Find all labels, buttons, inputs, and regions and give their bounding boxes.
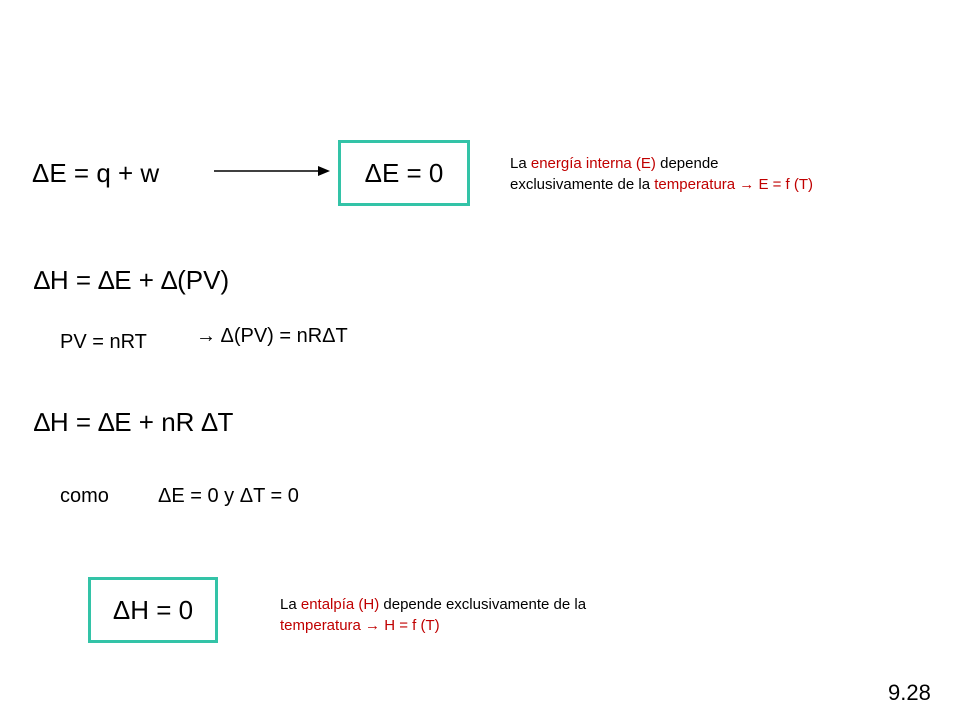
result-box-delta-e: ΔE = 0 xyxy=(338,140,470,206)
delta-pv-result: → Δ(PV) = nRΔT xyxy=(196,325,348,347)
condition-text: ΔE = 0 y ΔT = 0 xyxy=(158,485,299,507)
arrow-right-icon xyxy=(214,166,330,176)
equation-first-law: ΔE = q + w xyxy=(32,158,160,188)
result-delta-h: ΔH = 0 xyxy=(112,594,194,625)
result-box-delta-h: ΔH = 0 xyxy=(88,577,218,643)
equation-enthalpy-expanded: ∆H = ∆E + nR ∆T xyxy=(34,407,234,437)
ideal-gas-law: PV = nRT xyxy=(60,331,147,353)
slide-number: 9.28 xyxy=(888,680,931,705)
equation-enthalpy: ∆H = ∆E + ∆(PV) xyxy=(34,265,230,295)
como-label: como xyxy=(60,485,109,507)
result-delta-e: ΔE = 0 xyxy=(364,157,444,188)
note-enthalpy: La entalpía (H) depende exclusivamente d… xyxy=(280,596,587,634)
note-internal-energy: La energía interna (E) depende exclusiva… xyxy=(510,155,814,193)
